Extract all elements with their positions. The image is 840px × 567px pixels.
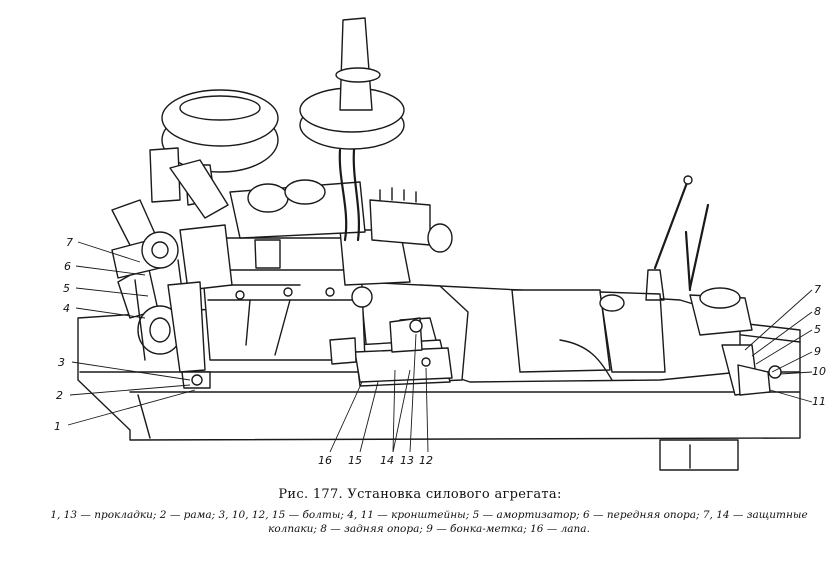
figure-caption-title: Рис. 177. Установка силового агрегата: [278,487,562,502]
callout-left-3: 3 [58,356,65,369]
left-leader-lines [67,241,196,426]
gearbox-housing [419,175,753,383]
callout-right-11: 11 [812,395,826,408]
rear-mount [721,344,782,396]
callout-left-2: 2 [56,389,63,402]
callout-bottom-13: 13 [400,454,414,467]
callout-right-8: 8 [814,305,821,318]
callout-right-9: 9 [814,345,821,358]
callout-left-5: 5 [63,282,70,295]
callout-left-7: 7 [66,236,73,249]
engine-foot-mount [329,317,453,383]
engine-block [199,187,453,361]
bottom-leader-lines [329,333,429,453]
callout-left-1: 1 [54,420,61,433]
callout-bottom-14: 14 [380,454,394,467]
callout-left-4: 4 [63,302,70,315]
right-leader-lines [744,289,813,403]
front-mount [167,281,211,389]
callout-right-7: 7 [814,283,821,296]
figure-caption-legend: 1, 13 — прокладки; 2 — рама; 3, 10, 12, … [50,509,808,535]
callout-bottom-12: 12 [419,454,433,467]
callout-right-5: 5 [814,323,821,336]
callout-bottom-16: 16 [318,454,332,467]
air-cleaner-right [299,17,405,242]
callout-right-10: 10 [812,365,826,378]
callout-bottom-15: 15 [348,454,362,467]
left-callouts: 7 6 5 4 3 2 1 [54,236,73,433]
intake-manifold [229,179,366,269]
right-callouts: 7 8 5 9 10 11 [812,283,826,408]
callout-left-6: 6 [64,260,71,273]
bottom-callouts: 16 15 14 13 12 [318,454,433,467]
